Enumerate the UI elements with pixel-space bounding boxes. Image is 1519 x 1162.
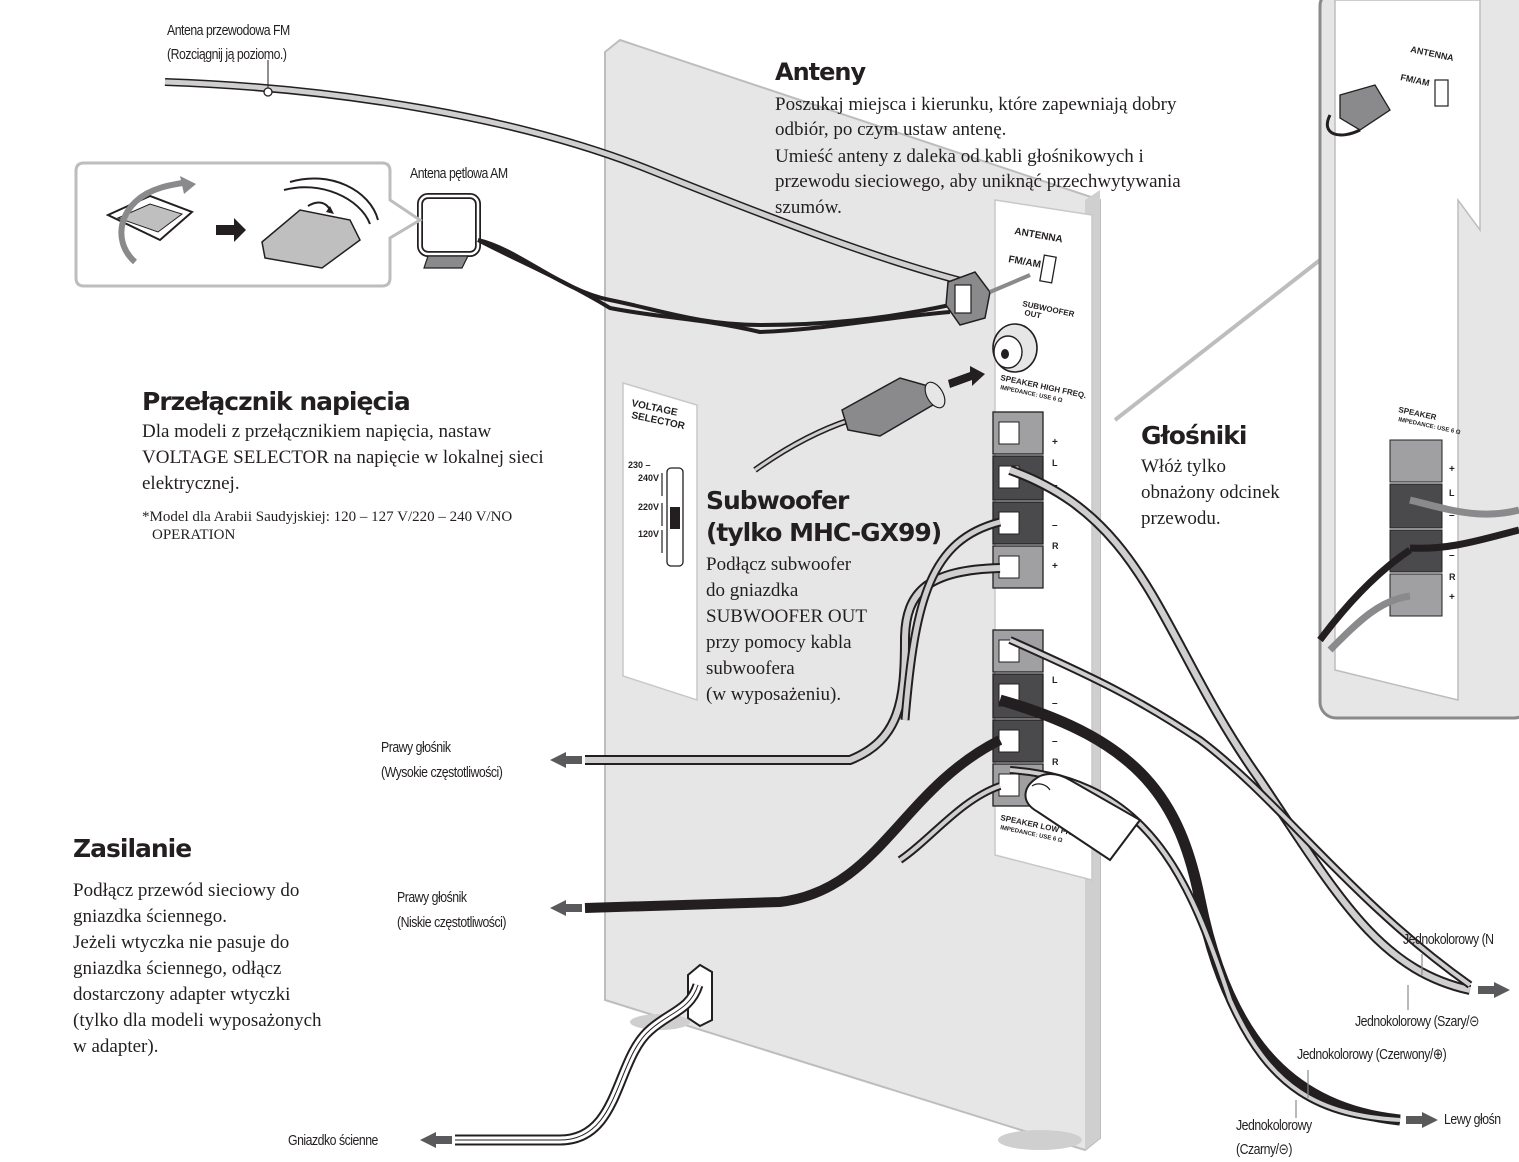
fm-antenna-note: (Rozciągnij ją poziomo.): [167, 46, 287, 63]
antennas-text-5: szumów.: [775, 197, 842, 218]
power-text-1: Podłącz przewód sieciowy do: [73, 880, 300, 901]
subwoofer-out-label-2: OUT: [1024, 308, 1042, 320]
subwoofer-out-jack[interactable]: [992, 323, 1038, 373]
svg-text:–: –: [1052, 520, 1058, 531]
speaker-zoom-inset: ANTENNA FM/AM SPEAKER IMPEDANCE: USE 6 Ω…: [1113, 0, 1519, 720]
voltage-title: Przełącznik napięcia: [142, 387, 411, 416]
svg-text:L: L: [1052, 458, 1058, 468]
speakers-text-3: przewodu.: [1141, 508, 1221, 529]
svg-text:R: R: [1449, 572, 1456, 582]
svg-text:+: +: [1052, 561, 1058, 572]
power-text-3: Jeżeli wtyczka nie pasuje do: [73, 932, 290, 953]
voltage-230-label: 230 –: [628, 460, 651, 470]
voltage-text-2: VOLTAGE SELECTOR na napięcie w lokalnej …: [142, 447, 544, 468]
wall-outlet-label: Gniazdko ścienne: [288, 1132, 378, 1149]
power-title: Zasilanie: [73, 834, 192, 863]
speaker-terminals-high[interactable]: + L – – R +: [992, 411, 1059, 589]
svg-text:–: –: [1052, 736, 1058, 747]
voltage-220-label: 220V: [638, 502, 659, 512]
subwoofer-title-2: (tylko MHC-GX99): [706, 518, 942, 547]
voltage-selector-panel: VOLTAGE SELECTOR 230 – 240V 220V 120V: [622, 381, 698, 702]
fm-am-jack[interactable]: [1039, 254, 1057, 284]
solid-gray-label: Jednokolorowy (Szary/⊝: [1355, 1013, 1479, 1030]
voltage-240-label: 240V: [638, 473, 659, 483]
power-text-4: gniazdka ściennego, odłącz: [73, 958, 282, 979]
subwoofer-text-2: do gniazdka: [706, 580, 799, 601]
voltage-120-label: 120V: [638, 529, 659, 539]
antennas-text-3: Umieść anteny z daleka od kabli głośniko…: [775, 146, 1144, 167]
svg-text:–: –: [1052, 698, 1058, 709]
antennas-text-4: przewodu sieciowego, aby uniknąć przechw…: [775, 171, 1181, 192]
am-loop-antenna: [417, 193, 951, 335]
fm-antenna-label: Antena przewodowa FM: [167, 22, 290, 39]
power-text-7: w adapter).: [73, 1036, 159, 1057]
right-speaker-low-label: Prawy głośnik: [397, 889, 467, 906]
svg-text:+: +: [1052, 437, 1058, 448]
fm-antenna-wire: [164, 60, 967, 286]
subwoofer-text-1: Podłącz subwoofer: [706, 554, 852, 575]
voltage-note-2: OPERATION: [152, 527, 236, 543]
right-speaker-high-label: Prawy głośnik: [381, 739, 451, 756]
svg-text:+: +: [1449, 464, 1455, 475]
svg-text:+: +: [1449, 592, 1455, 603]
solid-n-label: Jednokolorowy (N: [1403, 931, 1494, 948]
voltage-note-1: *Model dla Arabii Saudyjskiej: 120 – 127…: [142, 509, 513, 525]
right-speaker-high-note: (Wysokie częstotliwości): [381, 764, 503, 781]
voltage-text-3: elektrycznej.: [142, 473, 240, 494]
speakers-text-1: Włóż tylko: [1141, 456, 1226, 477]
svg-text:R: R: [1052, 757, 1059, 767]
am-antenna-label: Antena pętlowa AM: [410, 165, 508, 182]
power-text-2: gniazdka ściennego.: [73, 906, 228, 927]
subwoofer-text-4: przy pomocy kabla: [706, 632, 852, 653]
power-text-6: (tylko dla modeli wyposażonych: [73, 1010, 322, 1031]
subwoofer-text-5: subwoofera: [706, 658, 795, 679]
solid-red-label: Jednokolorowy (Czerwony/⊕): [1297, 1046, 1447, 1063]
svg-text:L: L: [1052, 675, 1058, 685]
speakers-title: Głośniki: [1141, 421, 1247, 450]
antenna-plug: [945, 271, 1031, 326]
am-antenna-assembly-inset: [74, 161, 423, 288]
svg-text:L: L: [1449, 488, 1455, 498]
antennas-title: Anteny: [775, 58, 866, 86]
subwoofer-cable: [753, 366, 985, 473]
svg-text:–: –: [1449, 510, 1455, 521]
direction-arrows: [420, 752, 1510, 1148]
svg-text:R: R: [1052, 541, 1059, 551]
left-speaker-label: Lewy głośn: [1444, 1111, 1501, 1128]
power-text-5: dostarczony adapter wtyczki: [73, 984, 291, 1005]
subwoofer-text-3: SUBWOOFER OUT: [706, 606, 867, 627]
subwoofer-title-1: Subwoofer: [706, 486, 849, 515]
antennas-text-1: Poszukaj miejsca i kierunku, które zapew…: [775, 94, 1177, 115]
power-cord: [455, 963, 713, 1146]
speakers-text-2: obnażony odcinek: [1141, 482, 1280, 503]
speaker-terminals-low[interactable]: + L – – R +: [992, 629, 1059, 807]
speaker-cables: [584, 465, 1473, 1126]
solid-black-note: (Czarny/⊝): [1236, 1141, 1292, 1158]
svg-text:–: –: [1449, 550, 1455, 561]
leader-lines: [1295, 954, 1423, 1118]
subwoofer-text-6: (w wyposażeniu).: [706, 684, 842, 705]
right-speaker-low-note: (Niskie częstotliwości): [397, 914, 506, 931]
finger-illustration: [1024, 772, 1142, 862]
solid-black-label: Jednokolorowy: [1236, 1117, 1312, 1134]
antennas-text-2: odbiór, po czym ustaw antenę.: [775, 119, 1007, 140]
voltage-text-1: Dla modeli z przełącznikiem napięcia, na…: [142, 421, 492, 442]
